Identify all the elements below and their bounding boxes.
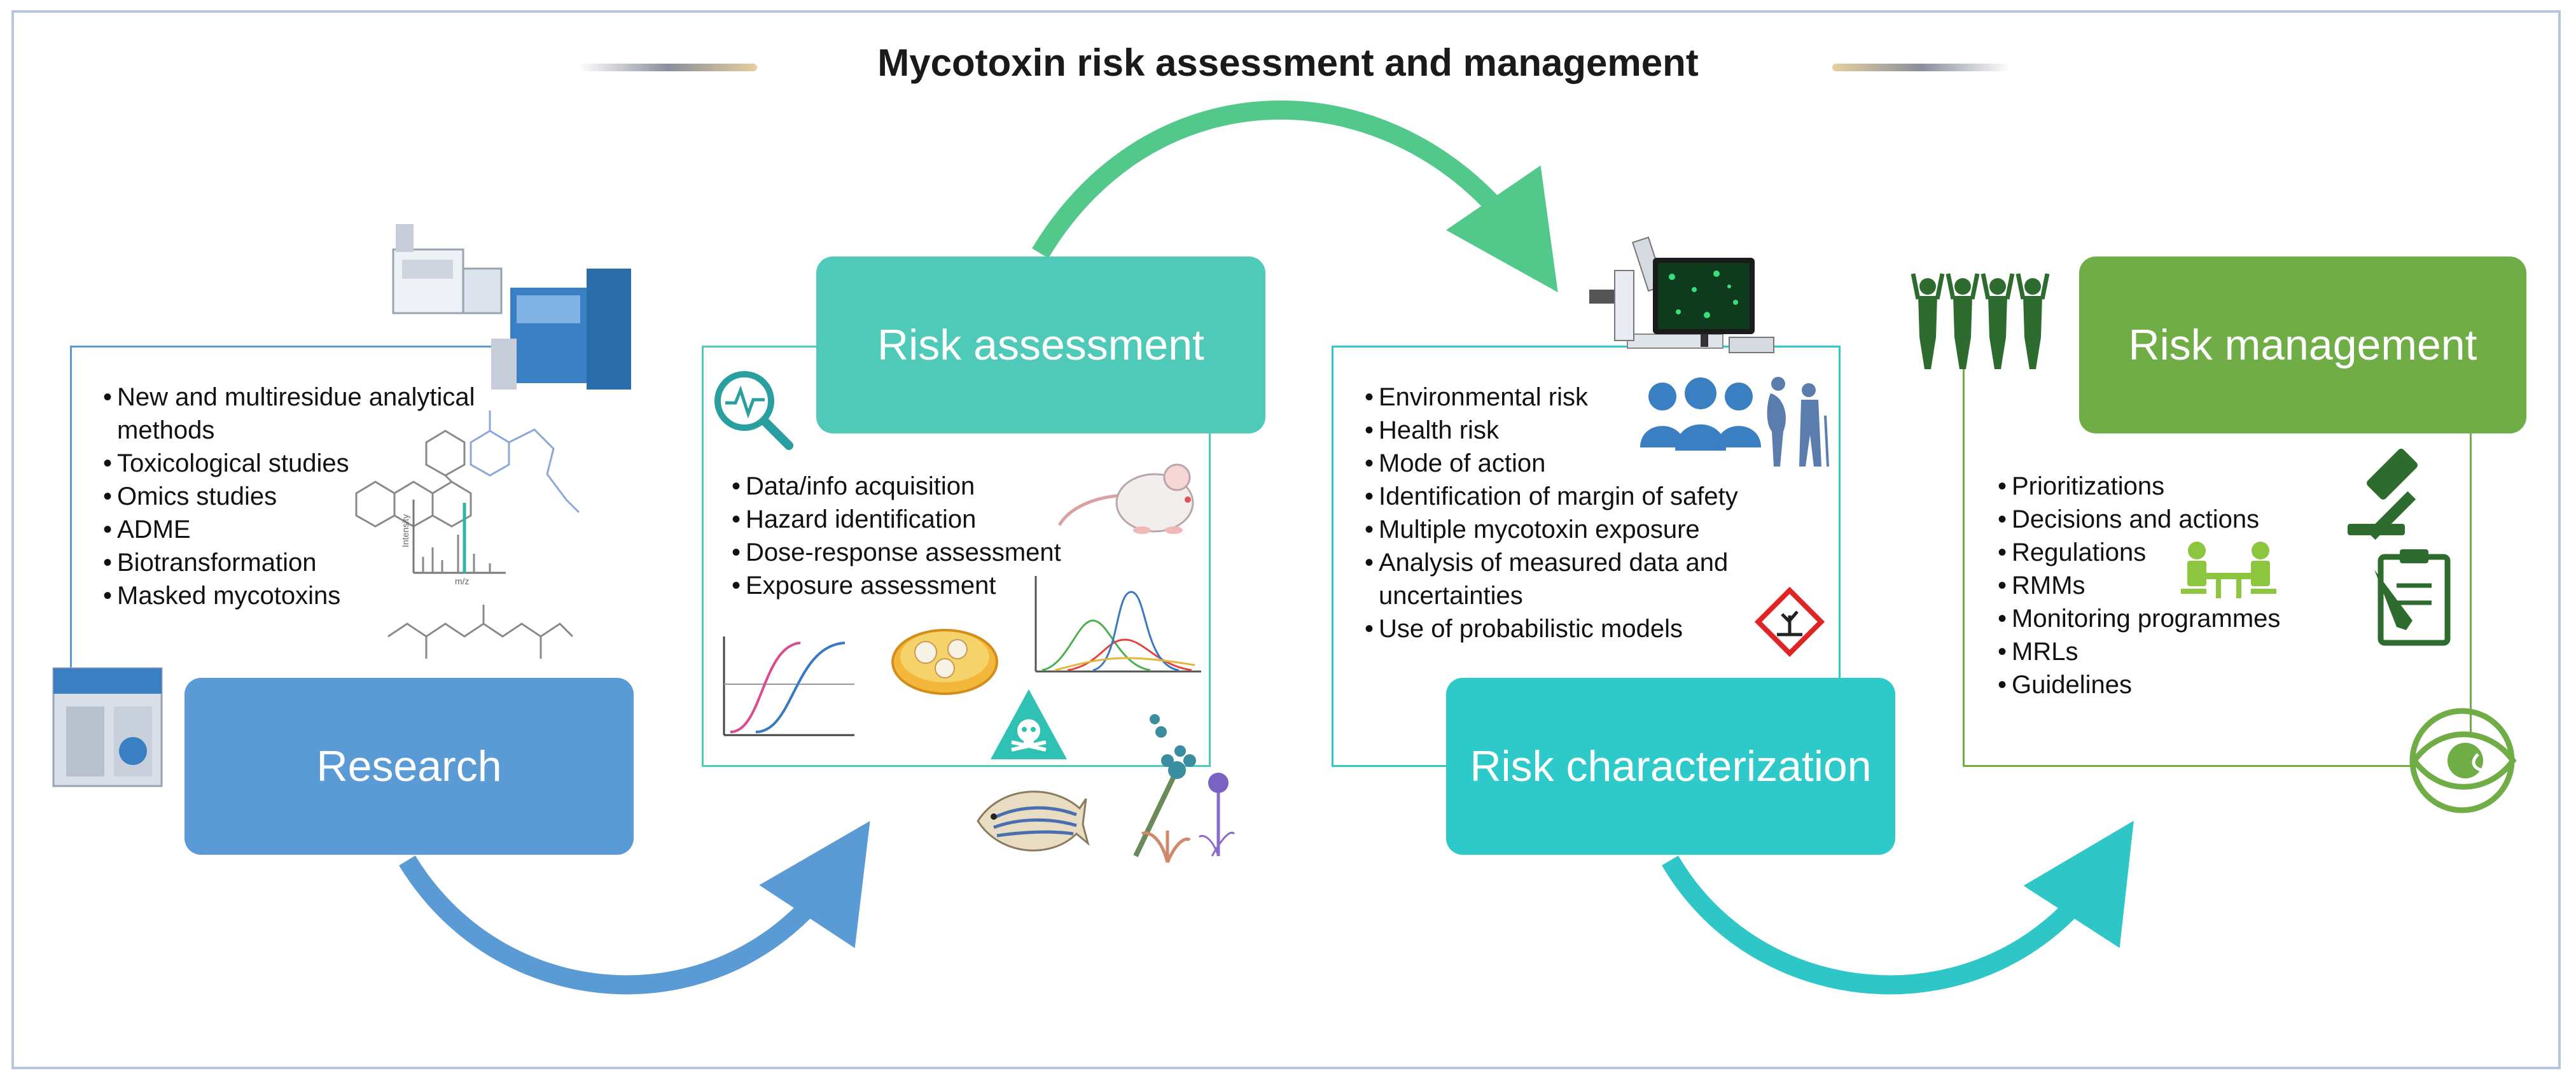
gavel-icon [2348, 449, 2418, 540]
arrow-characterization-to-management [1662, 820, 2134, 995]
list-item: Exposure assessment [732, 569, 1126, 602]
list-item: Monitoring programmes [1998, 602, 2329, 635]
risk-management-stage-box: Risk management [2079, 256, 2526, 433]
dose-response-curves-icon [723, 636, 854, 736]
chemical-structures-icon [355, 411, 580, 528]
list-item: Health risk [1365, 414, 1832, 447]
list-item: Environmental risk [1365, 381, 1832, 414]
title-decoration-left [579, 64, 757, 71]
people-group-icon [1640, 377, 1829, 467]
list-item: Mode of action [1365, 447, 1832, 480]
list-item: Prioritizations [1998, 470, 2329, 503]
fungi-icon [1133, 714, 1236, 863]
analyzer-icon [52, 667, 163, 787]
risk-management-panel [1963, 346, 2472, 767]
list-item: Omics studies [103, 480, 510, 513]
risk-characterization-stage-box: Risk characterization [1446, 678, 1895, 855]
mouse-icon [1057, 463, 1194, 534]
crowd-icon [1911, 273, 2050, 369]
chemical-structure-chain-icon [387, 605, 574, 659]
distribution-curves-icon [1034, 576, 1201, 673]
title-decoration-right [1832, 64, 2010, 71]
research-stage-box: Research [184, 678, 634, 855]
meeting-icon [2181, 542, 2276, 598]
list-item: Use of probabilistic models [1365, 612, 1832, 645]
magnifier-icon [714, 371, 793, 450]
risk-characterization-items: Environmental risk Health risk Mode of a… [1365, 381, 1832, 645]
diagram-title: Mycotoxin risk assessment and management [877, 41, 1699, 84]
list-item: Regulations [1998, 536, 2329, 569]
clipboard-icon [2374, 549, 2451, 646]
arrow-research-to-assessment [399, 820, 870, 995]
eye-icon [2409, 708, 2517, 813]
list-item: Guidelines [1998, 668, 2329, 701]
list-item: New and multiresidue analytical methods [103, 381, 510, 447]
arrow-assessment-to-characterization [1032, 100, 1558, 293]
list-item: Analysis of measured data and uncertaint… [1365, 546, 1832, 612]
environmental-hazard-icon [1754, 586, 1825, 657]
list-item: Dose-response assessment [732, 536, 1126, 569]
list-item: Biotransformation [103, 546, 510, 579]
research-panel [70, 346, 579, 767]
list-item: Masked mycotoxins [103, 579, 510, 612]
diagram-frame [11, 10, 2561, 1069]
list-item: Multiple mycotoxin exposure [1365, 513, 1832, 546]
lab-instruments-icon [392, 224, 631, 390]
risk-assessment-stage-box: Risk assessment [816, 256, 1265, 433]
spectrum-x-label: m/z [455, 576, 470, 586]
mass-spectrum-icon: Intensity m/z [400, 500, 506, 586]
list-item: Decisions and actions [1998, 503, 2329, 536]
list-item: RMMs [1998, 569, 2329, 602]
list-item: Data/info acquisition [732, 470, 1126, 503]
list-item: MRLs [1998, 635, 2329, 668]
research-items: New and multiresidue analytical methods … [103, 381, 510, 612]
list-item: Hazard identification [732, 503, 1126, 536]
zebrafish-icon [977, 790, 1090, 852]
risk-management-items: Prioritizations Decisions and actions Re… [1998, 470, 2329, 701]
toxic-hazard-icon [991, 689, 1067, 759]
spectrum-y-label: Intensity [400, 514, 410, 547]
risk-assessment-items: Data/info acquisition Hazard identificat… [732, 470, 1126, 602]
petri-dish-icon [891, 629, 998, 695]
microscope-icon [1589, 236, 1774, 353]
list-item: Toxicological studies [103, 447, 510, 480]
list-item: ADME [103, 513, 510, 546]
list-item: Identification of margin of safety [1365, 480, 1832, 513]
